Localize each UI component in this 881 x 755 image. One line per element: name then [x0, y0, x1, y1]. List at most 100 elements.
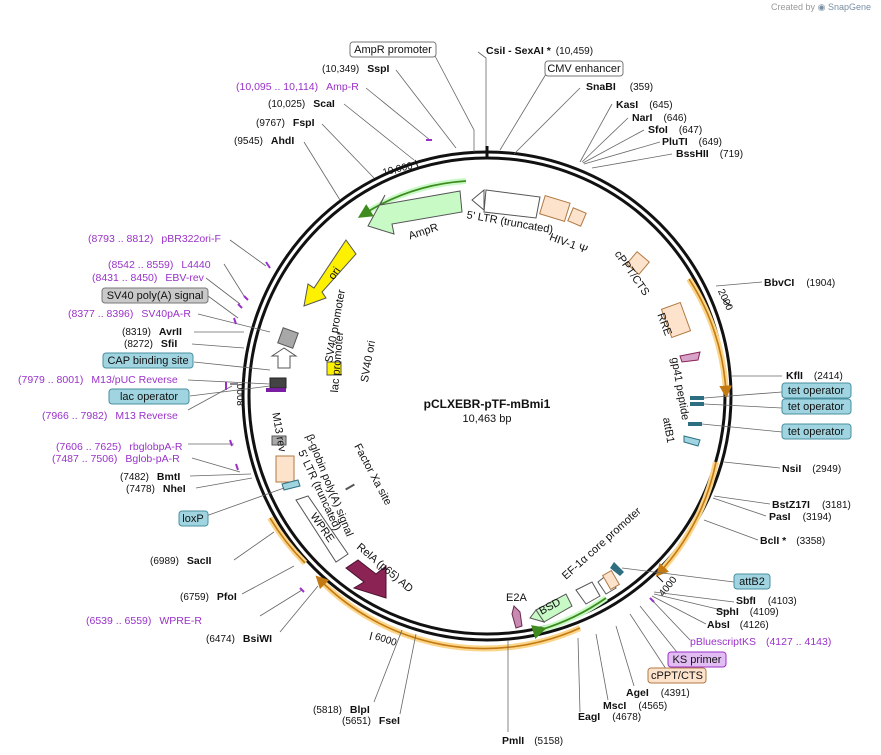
primer-mark-l4440	[243, 295, 249, 301]
orf-arc-2-line	[655, 461, 717, 577]
leader-sv40polya	[207, 295, 239, 319]
site-ahdi: (9545)AhdI	[234, 135, 294, 147]
site-fsei: (5651)FseI	[342, 715, 400, 727]
tick-8000: 8000	[236, 383, 247, 406]
sv40-ori-box	[326, 361, 342, 376]
primer-rbglobpa-r: (7606 .. 7625)rbglobpA-R	[56, 441, 183, 453]
tag-box-ks-primer	[667, 651, 727, 668]
site-sacii: (6989)SacII	[150, 555, 212, 567]
leader-sv40par	[197, 313, 271, 333]
site-msci: MscI(4565)	[603, 700, 667, 712]
leader-sphi	[653, 593, 731, 613]
leader-ks-primer	[639, 605, 681, 657]
site-sfoi: SfoI(647)	[648, 124, 702, 136]
primer-l4440: (8542 .. 8559)L4440	[108, 259, 211, 271]
primer-ebv-rev: (8431 .. 8450)EBV-rev	[92, 272, 205, 284]
leader-cap	[193, 361, 271, 371]
leader-attb2	[621, 567, 735, 583]
tag-label-tet-1: tet operator	[788, 385, 845, 397]
site-sphi: SphI(4109)	[716, 606, 779, 618]
restriction-sites: CsiI - SexAI *(10,459) SnaBI(359) KasI(6…	[120, 45, 851, 747]
ampr-arc-line	[357, 180, 467, 218]
attb1-arrow	[683, 435, 701, 447]
site-snabi: SnaBI(359)	[586, 81, 653, 93]
lac-promoter-box	[269, 377, 287, 389]
leader-blpi	[373, 629, 403, 703]
leader-absi	[651, 595, 707, 625]
feature-label-hiv1-psi: HIV-1 Ψ	[548, 231, 589, 256]
site-bmti: (7482)BmtI	[120, 471, 180, 483]
factor-xa-mark	[345, 483, 355, 491]
site-blpi: (5818)BlpI	[313, 704, 370, 716]
gp41-shape	[679, 351, 701, 363]
leader-bmti	[189, 473, 252, 477]
m13-rev-box	[266, 388, 286, 392]
site-pmli: PmlI(5158)	[502, 735, 563, 747]
leader-bglob	[191, 457, 241, 473]
tag-label-lac-operator: lac operator	[120, 391, 178, 403]
primer-amp-r: (10,095 .. 10,114)Amp-R	[236, 81, 359, 93]
tag-box-sv40-polya	[101, 287, 209, 304]
leader-sacii	[233, 531, 275, 561]
tick-2000: 2000	[715, 288, 735, 313]
site-bstz17i: BstZ17I(3181)	[772, 499, 851, 511]
site-pasi: PasI(3194)	[769, 511, 832, 523]
site-scai: (10,025)ScaI	[268, 98, 335, 110]
tag-box-lac-operator	[108, 388, 190, 405]
ampr-arrow	[367, 190, 463, 235]
ltr-truncated-shape	[483, 189, 541, 219]
plasmid-length: 10,463 bp	[463, 413, 512, 425]
feature-shapes	[266, 188, 704, 629]
leader-agei	[615, 625, 635, 687]
leader-lines	[187, 51, 783, 732]
feature-label-attb1: attB1	[660, 417, 676, 444]
tag-box-cppt-cts	[647, 667, 707, 684]
brand-name: SnapGene	[827, 2, 871, 12]
bsd-arc-line	[531, 597, 607, 639]
tag-label-cmv: CMV enhancer	[547, 63, 621, 75]
tag-box-ampr-promoter	[349, 41, 437, 58]
e2a-arrow	[511, 605, 523, 629]
leader-nsii	[723, 461, 781, 469]
leader-fspi	[321, 123, 375, 179]
attb2-arrow	[610, 562, 624, 576]
site-agei: AgeI(4391)	[626, 687, 690, 699]
leader-lac-operator	[189, 385, 271, 397]
leader-csii	[477, 51, 487, 146]
tick-4000-mark	[656, 575, 664, 583]
orf-arc-1-line	[688, 278, 733, 399]
leader-cmv	[499, 73, 547, 151]
feature-label-factor-xa: Factor Xa site	[351, 442, 393, 508]
site-nhei: (7478)NheI	[126, 483, 186, 495]
site-bsiwi: (6474)BsiWI	[206, 633, 272, 645]
site-kfli: KflI(2414)	[786, 370, 843, 382]
tick-6000-mark	[369, 631, 373, 641]
primer-mark-wpre	[299, 587, 305, 593]
tag-boxes: AmpR promoter CMV enhancer SV40 poly(A) …	[101, 41, 852, 684]
primer-mark-sv40par	[233, 317, 237, 325]
primer-mark-bglob	[235, 463, 239, 471]
feature-label-m13-rev: M13 rev	[269, 412, 288, 454]
leader-ampr-promoter	[434, 55, 475, 152]
leader-pfoi	[241, 565, 295, 595]
leader-bcli	[703, 519, 759, 541]
site-bcli: BclI *(3358)	[760, 535, 825, 547]
primer-bglob-pa-r: (7487 .. 7506)Bglob-pA-R	[52, 453, 180, 465]
leader-m13puc	[187, 379, 271, 385]
primer-marks	[225, 139, 655, 603]
rre-box	[660, 301, 692, 339]
leader-pluti	[583, 141, 661, 165]
tag-label-attb2: attB2	[739, 576, 765, 588]
attb1-mark	[688, 422, 702, 426]
tag-box-cap	[102, 352, 194, 369]
tag-label-tet-3: tet operator	[788, 426, 845, 438]
site-sbfi: SbfI(4103)	[736, 595, 797, 607]
ltr-truncated-2-box	[275, 455, 295, 483]
ef1a-arrow	[575, 581, 601, 605]
green-arrows	[357, 178, 608, 639]
tag-label-sv40-polya: SV40 poly(A) signal	[107, 290, 204, 302]
hiv1-psi-box-2	[567, 207, 587, 227]
leader-kasi	[579, 103, 613, 163]
leader-nhei	[195, 477, 253, 489]
